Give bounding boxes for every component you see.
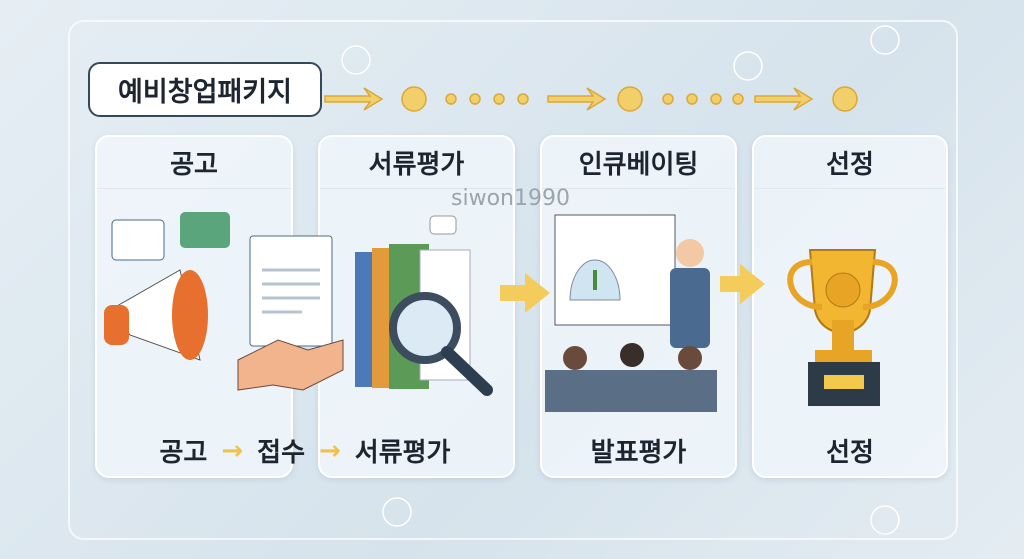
stage-header: 선정	[754, 137, 946, 189]
coin-dot	[401, 86, 427, 112]
step-label: 공고	[159, 438, 208, 468]
outer-frame	[68, 20, 958, 540]
won-icon	[341, 45, 371, 75]
presentation-icon	[545, 214, 717, 412]
step-label: 서류평가	[354, 438, 451, 468]
progress-track	[324, 25, 900, 112]
handshake-document-icon	[237, 235, 344, 391]
stage-header: 공고	[97, 137, 291, 189]
footer-presentation: 발표평가	[590, 438, 687, 468]
arrow-icon	[547, 87, 607, 111]
arrow-icon	[720, 264, 765, 304]
arrow-icon	[324, 87, 384, 111]
page-title: 예비창업패키지	[88, 62, 322, 117]
trophy-icon	[787, 249, 898, 406]
won-icon	[382, 497, 412, 527]
stage-card-selection: 선정	[752, 135, 948, 478]
arrow-icon	[754, 87, 814, 111]
stage-header: 서류평가	[320, 137, 513, 189]
watermark: siwon1990	[451, 186, 570, 211]
arrow-icon: →	[221, 435, 244, 466]
arrow-icon	[500, 273, 550, 313]
megaphone-icon	[104, 212, 230, 361]
arrow-icon: →	[319, 435, 341, 466]
footer-steps: 공고 → 접수 → 서류평가	[95, 423, 515, 478]
step-label: 접수	[257, 438, 305, 468]
folders-magnifier-icon	[355, 215, 493, 396]
stage-header: 인큐베이팅	[542, 137, 735, 189]
footer-selection: 선정	[826, 438, 874, 468]
